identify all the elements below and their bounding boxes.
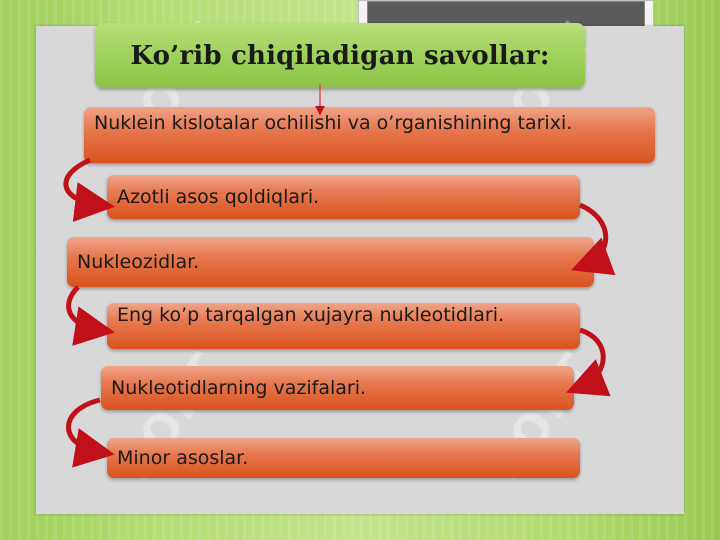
list-item-text: Eng ko’p tarqalgan xujayra nukleotidlari…	[117, 304, 505, 326]
list-item-text: Nuklein kislotalar ochilishi va o’rganis…	[94, 112, 573, 134]
list-item: Nuklein kislotalar ochilishi va o’rganis…	[84, 107, 655, 163]
list-item-text: Minor asoslar.	[117, 447, 249, 469]
list-item-text: Azotli asos qoldiqlari.	[117, 186, 320, 208]
slide-title: Ko’rib chiqiladigan savollar:	[130, 40, 550, 71]
list-item: Nukleotidlarning vazifalari.	[101, 366, 574, 410]
list-item: Eng ko’p tarqalgan xujayra nukleotidlari…	[107, 303, 580, 349]
list-item-text: Nukleozidlar.	[77, 251, 200, 273]
list-item-text: Nukleotidlarning vazifalari.	[111, 377, 367, 399]
list-item: Azotli asos qoldiqlari.	[107, 175, 580, 219]
title-box: Ko’rib chiqiladigan savollar:	[95, 23, 585, 88]
list-item: Minor asoslar.	[107, 438, 580, 478]
list-item: Nukleozidlar.	[67, 237, 594, 287]
